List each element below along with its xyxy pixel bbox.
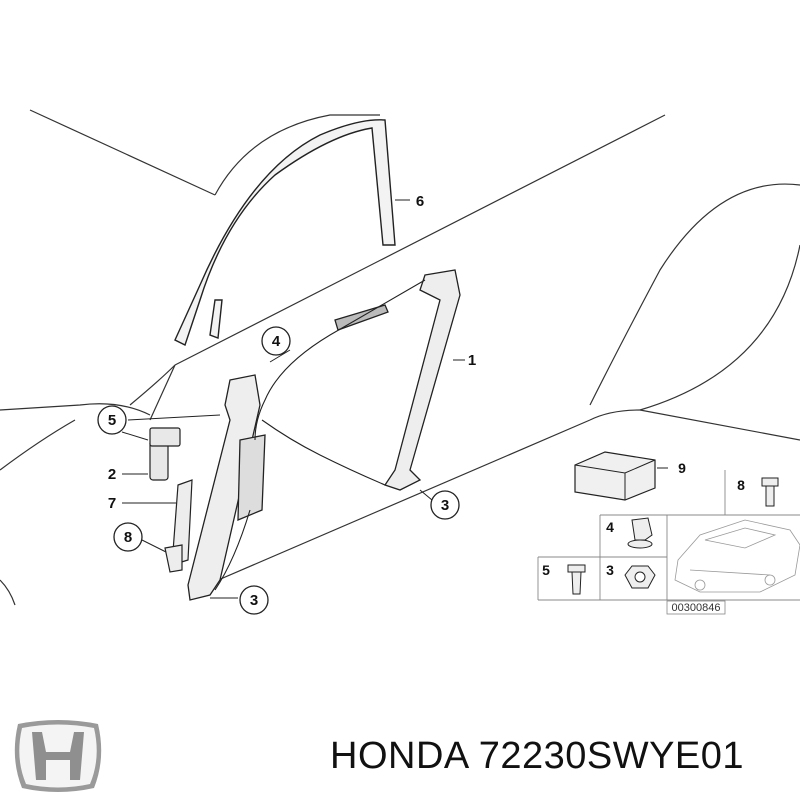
- window-regulator: [187, 269, 461, 601]
- legend-label-4: 4: [606, 519, 614, 535]
- window-frame: [174, 119, 396, 346]
- callout-4-label: 4: [272, 333, 281, 350]
- brand-caption: HONDA 72230SWYE01: [330, 735, 745, 777]
- car-thumbnail: [674, 519, 800, 593]
- car-body-outline: [0, 109, 800, 606]
- legend-label-9: 9: [678, 460, 686, 476]
- callout-4: 4: [261, 326, 291, 356]
- legend-part-3: 3: [606, 562, 656, 589]
- legend-label-5: 5: [542, 562, 550, 578]
- legend-part-9: 9: [574, 451, 686, 501]
- regulator-cables: [214, 279, 426, 591]
- callout-8: 8: [113, 522, 143, 552]
- ref-code-label: 00300846: [672, 602, 721, 614]
- callout-3-bottom-label: 3: [250, 592, 258, 609]
- label-7: 7: [108, 495, 116, 512]
- callout-3-top-label: 3: [441, 497, 449, 514]
- callout-5-label: 5: [108, 412, 116, 429]
- callout-8-label: 8: [124, 529, 132, 546]
- label-6: 6: [416, 193, 424, 210]
- callout-5: 5: [97, 405, 127, 435]
- legend-label-8: 8: [737, 477, 745, 493]
- legend-part-4: 4: [606, 517, 653, 549]
- legend-part-5: 5: [542, 562, 586, 595]
- guide-rail: [171, 479, 193, 566]
- leader-lines: [121, 349, 465, 599]
- callout-3-bottom: 3: [239, 585, 269, 615]
- label-2: 2: [108, 466, 116, 483]
- window-motor: [149, 427, 181, 481]
- legend-grid: [537, 470, 800, 601]
- ref-code: 00300846: [666, 600, 726, 615]
- legend-part-8: 8: [737, 477, 779, 507]
- honda-h-logo-icon: [14, 720, 102, 792]
- clip-part: [164, 544, 183, 573]
- callout-3-top: 3: [430, 490, 460, 520]
- label-1: 1: [468, 352, 476, 369]
- legend-label-3: 3: [606, 562, 614, 578]
